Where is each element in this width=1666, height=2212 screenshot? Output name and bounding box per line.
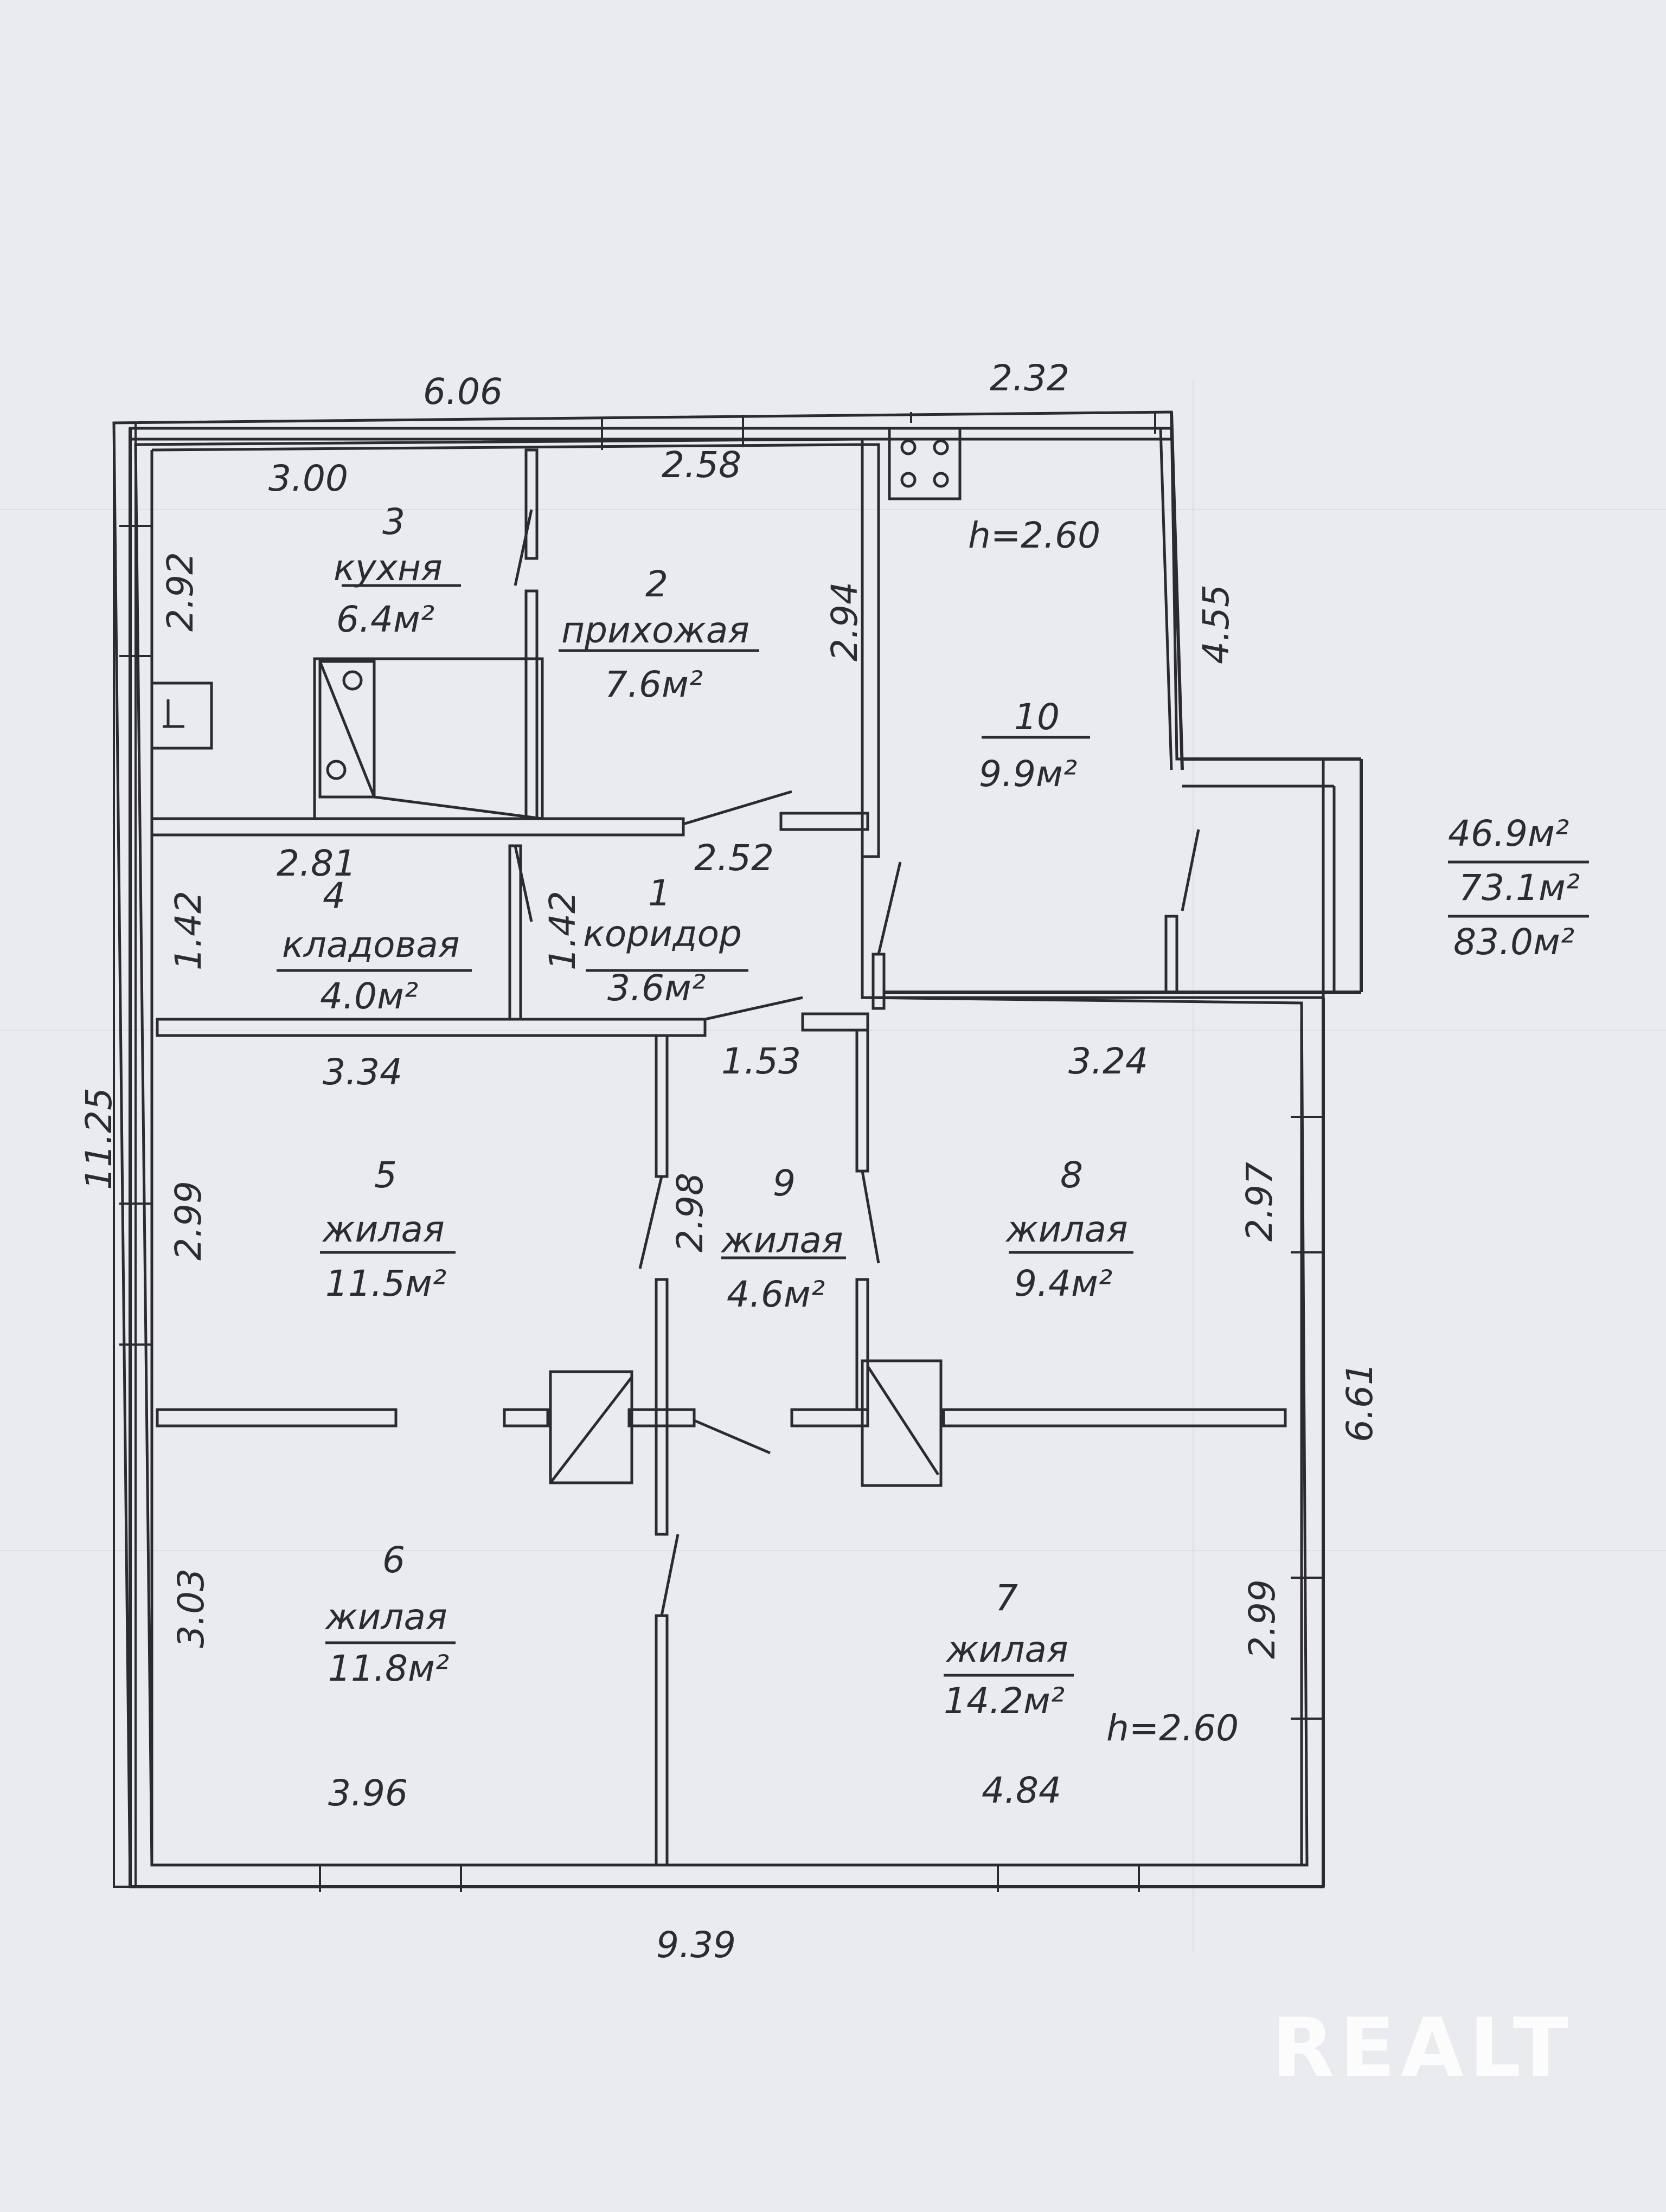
room-8-number: 8 [1060, 1154, 1083, 1196]
heating-stoves [549, 1359, 943, 1487]
realt-watermark: REALT [1271, 2001, 1574, 2095]
room-10-height: h=2.60 [968, 515, 1100, 556]
dim-3-24: 3.24 [1068, 1040, 1148, 1082]
dim-11-25: 11.25 [78, 1088, 120, 1190]
room-7: 7 жилая 14.2м² h=2.60 [944, 1577, 1239, 1749]
total-area: 83.0м² [1453, 921, 1574, 963]
paper-grid [0, 380, 1666, 1952]
room-6-area: 11.8м² [328, 1648, 449, 1689]
room-8-name: жилая [1005, 1208, 1128, 1250]
dim-2-52: 2.52 [694, 837, 774, 879]
room-2-number: 2 [645, 563, 668, 605]
room-4-area: 4.0м² [320, 975, 418, 1017]
dim-2-58: 2.58 [662, 444, 741, 486]
room-3-name: кухня [334, 547, 443, 589]
dim-1-42-mid: 1.42 [542, 891, 584, 970]
door-swings [514, 509, 1200, 1616]
dim-2-94: 2.94 [824, 582, 866, 661]
room-2-name: прихожая [561, 609, 749, 651]
room-4-number: 4 [323, 875, 345, 917]
room-1-name: коридор [583, 913, 742, 955]
room-2-area: 7.6м² [605, 664, 703, 705]
window-marks [119, 412, 1323, 1892]
interior-walls [150, 443, 1287, 1867]
main-walls [129, 411, 1363, 1888]
room-4: 4 кладовая 4.0м² [282, 875, 460, 1017]
dimension-labels-horizontal: 6.06 2.32 3.00 2.58 2.81 2.52 3.34 1.53 … [268, 357, 1148, 1966]
room-3-area: 6.4м² [336, 599, 434, 640]
room-7-area: 14.2м² [944, 1680, 1065, 1722]
dim-2-32: 2.32 [990, 357, 1069, 399]
dim-6-61: 6.61 [1339, 1362, 1381, 1442]
room-9-area: 4.6м² [727, 1274, 825, 1315]
dim-2-97: 2.97 [1239, 1162, 1280, 1242]
room-6-number: 6 [382, 1539, 405, 1581]
dim-3-00: 3.00 [268, 458, 348, 499]
room-3-number: 3 [382, 501, 405, 543]
dim-3-34: 3.34 [323, 1051, 402, 1093]
room-5-number: 5 [374, 1154, 397, 1196]
room-6-name: жилая [324, 1596, 447, 1638]
room-1-number: 1 [648, 872, 671, 914]
room-8: 8 жилая 9.4м² [1005, 1154, 1128, 1304]
room-3: 3 кухня 6.4м² [334, 501, 443, 640]
room-7-number: 7 [995, 1577, 1018, 1619]
room-6: 6 жилая 11.8м² [324, 1539, 449, 1689]
dim-4-84: 4.84 [982, 1770, 1061, 1811]
dimension-labels-vertical: 2.92 2.94 4.55 1.42 1.42 11.25 2.99 2.98… [78, 552, 1381, 1659]
area-totals: 46.9м² 73.1м² 83.0м² [1448, 813, 1580, 963]
room-5-area: 11.5м² [325, 1263, 446, 1304]
dim-1-53: 1.53 [721, 1040, 801, 1082]
total-useful-area: 73.1м² [1459, 867, 1580, 909]
room-8-area: 9.4м² [1014, 1263, 1112, 1304]
room-9: 9 жилая 4.6м² [720, 1162, 843, 1315]
dim-4-55: 4.55 [1195, 584, 1237, 664]
total-living-area: 46.9м² [1448, 813, 1569, 854]
room-label-rules [277, 584, 1589, 1677]
room-9-name: жилая [720, 1219, 843, 1261]
room-7-name: жилая [945, 1629, 1068, 1670]
room-1-area: 3.6м² [607, 967, 706, 1009]
room-10: 10 9.9м² h=2.60 [968, 515, 1100, 795]
dim-9-39: 9.39 [656, 1924, 736, 1966]
room-2: 2 прихожая 7.6м² [561, 563, 749, 705]
kitchen-fixtures [150, 427, 962, 820]
dim-2-99-right: 2.99 [1241, 1579, 1283, 1659]
room-1: 1 коридор 3.6м² [583, 872, 742, 1009]
room-4-name: кладовая [282, 924, 460, 966]
room-10-number: 10 [1014, 696, 1060, 738]
room-5: 5 жилая 11.5м² [322, 1154, 446, 1304]
dim-3-96: 3.96 [328, 1772, 408, 1814]
dim-6-06: 6.06 [423, 371, 503, 413]
room-9-number: 9 [773, 1162, 796, 1204]
dim-2-99-left: 2.99 [168, 1181, 209, 1261]
dim-2-98: 2.98 [669, 1173, 711, 1252]
dim-1-42-left: 1.42 [168, 891, 209, 970]
room-7-height: h=2.60 [1106, 1707, 1239, 1749]
room-5-name: жилая [322, 1208, 445, 1250]
room-10-area: 9.9м² [979, 753, 1077, 795]
dim-3-03: 3.03 [170, 1568, 212, 1648]
dim-2-81: 2.81 [277, 843, 356, 884]
dim-2-92: 2.92 [159, 552, 201, 632]
